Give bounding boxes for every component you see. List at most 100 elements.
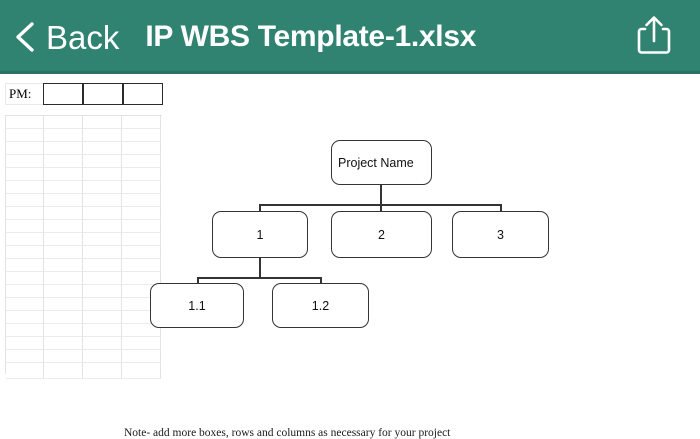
sheet-row[interactable] — [6, 324, 162, 337]
wbs-node-1-2[interactable]: 1.2 — [272, 283, 369, 328]
sheet-cell[interactable] — [6, 337, 44, 350]
sheet-row[interactable] — [6, 207, 162, 220]
sheet-cell[interactable] — [122, 233, 161, 246]
sheet-cell[interactable] — [83, 324, 122, 337]
sheet-cell[interactable] — [83, 337, 122, 350]
sheet-row[interactable] — [6, 142, 162, 155]
sheet-cell[interactable] — [44, 350, 83, 363]
sheet-cell[interactable] — [122, 181, 161, 194]
sheet-cell[interactable] — [6, 194, 44, 207]
sheet-cell[interactable] — [44, 181, 83, 194]
sheet-cell[interactable] — [83, 116, 122, 129]
sheet-cell[interactable] — [83, 285, 122, 298]
sheet-cell[interactable] — [44, 207, 83, 220]
sheet-row[interactable] — [6, 168, 162, 181]
sheet-row[interactable] — [6, 233, 162, 246]
sheet-cell[interactable] — [44, 298, 83, 311]
sheet-cell[interactable] — [44, 233, 83, 246]
sheet-row[interactable] — [6, 350, 162, 363]
sheet-cell[interactable] — [6, 246, 44, 259]
sheet-cell[interactable] — [122, 155, 161, 168]
wbs-node-3[interactable]: 3 — [452, 211, 549, 258]
sheet-row[interactable] — [6, 337, 162, 350]
sheet-cell[interactable] — [6, 259, 44, 272]
pm-input-cell-2[interactable] — [83, 83, 123, 105]
sheet-cell[interactable] — [83, 298, 122, 311]
pm-input-cell-1[interactable] — [43, 83, 83, 105]
sheet-row[interactable] — [6, 220, 162, 233]
sheet-cell[interactable] — [6, 207, 44, 220]
sheet-cell[interactable] — [44, 311, 83, 324]
sheet-row[interactable] — [6, 246, 162, 259]
sheet-cell[interactable] — [44, 337, 83, 350]
sheet-cell[interactable] — [83, 350, 122, 363]
sheet-cell[interactable] — [83, 246, 122, 259]
sheet-cell[interactable] — [83, 259, 122, 272]
sheet-cell[interactable] — [6, 324, 44, 337]
sheet-row[interactable] — [6, 285, 162, 298]
sheet-cell[interactable] — [122, 220, 161, 233]
pm-input-cell-3[interactable] — [123, 83, 163, 105]
sheet-cell[interactable] — [44, 259, 83, 272]
sheet-cell[interactable] — [83, 129, 122, 142]
sheet-cell[interactable] — [6, 181, 44, 194]
sheet-cell[interactable] — [122, 337, 161, 350]
sheet-cell[interactable] — [6, 285, 44, 298]
sheet-cell[interactable] — [6, 350, 44, 363]
sheet-cell[interactable] — [122, 194, 161, 207]
sheet-cell[interactable] — [83, 311, 122, 324]
sheet-cell[interactable] — [44, 272, 83, 285]
sheet-cell[interactable] — [6, 220, 44, 233]
sheet-row[interactable] — [6, 181, 162, 194]
sheet-cell[interactable] — [83, 363, 122, 379]
sheet-cell[interactable] — [6, 272, 44, 285]
sheet-cell[interactable] — [122, 168, 161, 181]
spreadsheet-area[interactable]: PM: Note- add more boxes, rows and colum… — [0, 74, 700, 439]
wbs-node-1-1[interactable]: 1.1 — [150, 283, 244, 328]
sheet-cell[interactable] — [122, 324, 161, 337]
sheet-cell[interactable] — [44, 363, 83, 379]
share-button[interactable] — [632, 13, 676, 61]
sheet-cell[interactable] — [83, 272, 122, 285]
sheet-cell[interactable] — [6, 116, 44, 129]
sheet-cell[interactable] — [6, 168, 44, 181]
sheet-cell[interactable] — [44, 142, 83, 155]
sheet-cell[interactable] — [6, 129, 44, 142]
sheet-cell[interactable] — [122, 116, 161, 129]
sheet-cell[interactable] — [44, 168, 83, 181]
sheet-grid[interactable] — [5, 115, 162, 379]
sheet-cell[interactable] — [122, 272, 161, 285]
sheet-row[interactable] — [6, 129, 162, 142]
sheet-cell[interactable] — [44, 129, 83, 142]
sheet-cell[interactable] — [122, 142, 161, 155]
sheet-cell[interactable] — [6, 363, 44, 379]
sheet-cell[interactable] — [44, 324, 83, 337]
sheet-cell[interactable] — [83, 181, 122, 194]
sheet-cell[interactable] — [6, 233, 44, 246]
sheet-cell[interactable] — [44, 155, 83, 168]
sheet-cell[interactable] — [83, 233, 122, 246]
sheet-cell[interactable] — [122, 129, 161, 142]
wbs-node-1[interactable]: 1 — [212, 211, 308, 258]
wbs-node-root[interactable]: Project Name — [331, 140, 432, 185]
sheet-row[interactable] — [6, 194, 162, 207]
sheet-cell[interactable] — [122, 259, 161, 272]
sheet-cell[interactable] — [83, 142, 122, 155]
sheet-row[interactable] — [6, 298, 162, 311]
sheet-cell[interactable] — [44, 246, 83, 259]
sheet-cell[interactable] — [122, 246, 161, 259]
back-button[interactable]: Back — [12, 20, 119, 54]
sheet-row[interactable] — [6, 272, 162, 285]
sheet-cell[interactable] — [122, 207, 161, 220]
sheet-row[interactable] — [6, 155, 162, 168]
sheet-row[interactable] — [6, 311, 162, 324]
sheet-cell[interactable] — [6, 155, 44, 168]
sheet-cell[interactable] — [83, 155, 122, 168]
sheet-cell[interactable] — [6, 311, 44, 324]
sheet-cell[interactable] — [83, 168, 122, 181]
wbs-node-2[interactable]: 2 — [331, 211, 432, 258]
sheet-cell[interactable] — [6, 298, 44, 311]
sheet-cell[interactable] — [122, 363, 161, 379]
sheet-cell[interactable] — [44, 285, 83, 298]
sheet-cell[interactable] — [44, 116, 83, 129]
